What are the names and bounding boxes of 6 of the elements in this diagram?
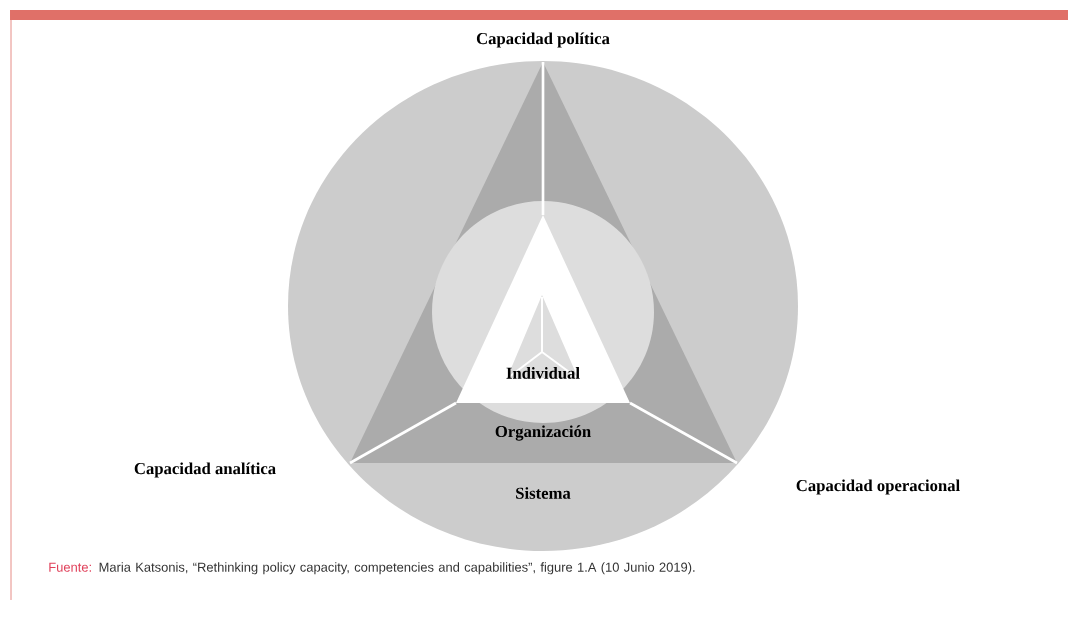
- caption: Maria Katsonis, “Rethinking policy capacity, competencies and capabilities”, figure 1.A (10 Junio 2019).: [99, 562, 695, 575]
- capacity-label: Capacidad política: [476, 32, 610, 48]
- inner-triangle: Individual: [456, 215, 630, 403]
- capacity-label: Capacidad operacional: [796, 479, 960, 495]
- source-label: Fuente:: [49, 562, 91, 572]
- capacity-label: Capacidad analítica: [134, 462, 276, 478]
